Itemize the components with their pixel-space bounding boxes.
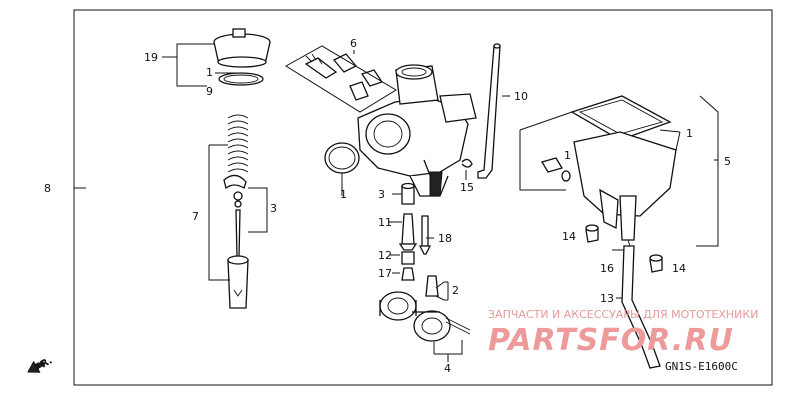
float-assembly xyxy=(379,275,471,342)
label-12: 12 xyxy=(378,249,392,262)
diagram-frame xyxy=(73,9,773,386)
label-16: 16 xyxy=(600,262,614,275)
label-8: 8 xyxy=(44,182,51,195)
vent-tube xyxy=(477,43,501,179)
front-label: FR. xyxy=(33,355,55,374)
label-7: 7 xyxy=(192,210,199,223)
diagram-code: GN1S-E1600C xyxy=(665,360,738,373)
jet-stack xyxy=(398,182,432,281)
pilot-screw-set xyxy=(304,53,384,101)
label-14-right: 14 xyxy=(672,262,686,275)
carburetor-body xyxy=(357,64,477,197)
label-10: 10 xyxy=(514,90,528,103)
label-15: 15 xyxy=(460,181,474,194)
label-18: 18 xyxy=(438,232,452,245)
label-1-cap: 1 xyxy=(206,66,213,79)
label-3-left: 3 xyxy=(270,202,277,215)
jet-needle xyxy=(227,191,249,309)
throttle-cap-assembly xyxy=(213,28,271,86)
label-19: 19 xyxy=(144,51,158,64)
float-bowl xyxy=(541,95,677,247)
float-bowl-screws xyxy=(585,224,663,273)
label-1-bowl: 1 xyxy=(686,127,693,140)
label-3-mid: 3 xyxy=(378,188,385,201)
label-1-screw: 1 xyxy=(564,149,571,162)
watermark-brand: PARTSFOR.RU xyxy=(488,323,734,358)
label-4: 4 xyxy=(444,362,451,375)
label-17: 17 xyxy=(378,267,392,280)
front-arrow-icon: FR. xyxy=(27,355,55,374)
label-5: 5 xyxy=(724,155,731,168)
label-11: 11 xyxy=(378,216,392,229)
label-9: 9 xyxy=(206,85,213,98)
label-1-oring: 1 xyxy=(340,188,347,201)
label-14-left: 14 xyxy=(562,230,576,243)
throttle-spring xyxy=(223,114,249,190)
label-13: 13 xyxy=(600,292,614,305)
float-bowl-oring xyxy=(324,142,360,174)
label-2: 2 xyxy=(452,284,459,297)
label-6: 6 xyxy=(350,37,357,50)
drain-tube xyxy=(621,245,661,369)
watermark-tagline: ЗАПЧАСТИ И АКСЕССУАРЫ ДЛЯ МОТОТЕХНИКИ xyxy=(488,308,758,321)
